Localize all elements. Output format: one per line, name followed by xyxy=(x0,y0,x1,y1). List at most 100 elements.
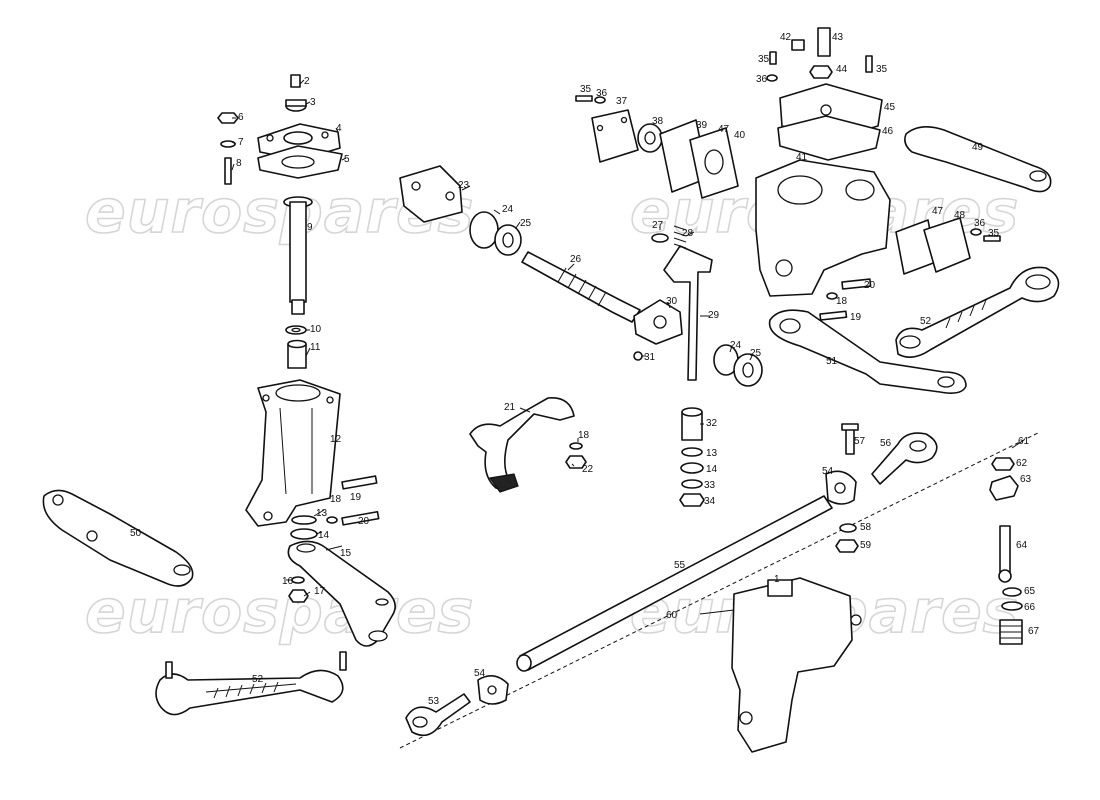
bolt-35-d xyxy=(983,235,1001,242)
screw-2 xyxy=(290,74,301,88)
callout-27: 27 xyxy=(652,220,664,231)
kingpin-9 xyxy=(289,201,307,303)
callout-31: 31 xyxy=(644,352,656,363)
callout-15: 15 xyxy=(340,548,352,559)
bolt-35-c xyxy=(865,55,873,73)
sector-shaft-29 xyxy=(663,245,713,381)
callout-57: 57 xyxy=(854,436,866,447)
callout-41: 41 xyxy=(796,152,808,163)
callout-10: 10 xyxy=(310,324,322,335)
callout-1: 1 xyxy=(774,574,780,585)
tie-rod-52-right xyxy=(895,266,1060,358)
bolt-20-right xyxy=(841,278,872,290)
leader-lines xyxy=(231,79,753,597)
callout-24-top: 24 xyxy=(502,204,514,215)
nut-59 xyxy=(835,539,859,553)
callout-54-top: 54 xyxy=(822,466,834,477)
nut-33 xyxy=(681,479,703,489)
callout-33: 33 xyxy=(704,480,716,491)
pitman-arm-51 xyxy=(768,309,967,394)
watermark-bottom-left: eurospares xyxy=(85,577,474,647)
callout-50: 50 xyxy=(130,528,142,539)
washer-18-right xyxy=(826,292,838,300)
callout-39: 39 xyxy=(696,120,708,131)
callout-19: 19 xyxy=(350,492,362,503)
callout-64: 64 xyxy=(1016,540,1028,551)
steering-box-41 xyxy=(755,159,891,297)
callout-38: 38 xyxy=(652,116,664,127)
callout-30: 30 xyxy=(666,296,678,307)
stud-8 xyxy=(224,157,232,185)
callout-65: 65 xyxy=(1024,586,1036,597)
callout-44: 44 xyxy=(836,64,848,75)
callout-40: 40 xyxy=(734,130,746,141)
worm-shaft-26 xyxy=(521,251,641,323)
callout-36-b: 36 xyxy=(756,74,768,85)
bolt-19-right xyxy=(819,310,848,321)
callout-9: 9 xyxy=(307,222,313,233)
callout-3: 3 xyxy=(310,97,316,108)
steering-column-parts xyxy=(399,165,763,507)
tie-rod-52-stud-b xyxy=(339,651,347,671)
relay-box-1-top xyxy=(767,579,793,597)
callout-21: 21 xyxy=(504,402,516,413)
nut-17 xyxy=(288,589,309,603)
seal-14 xyxy=(290,528,318,540)
callout-42: 42 xyxy=(780,32,792,43)
callout-26: 26 xyxy=(570,254,582,265)
bolt-20 xyxy=(341,510,380,526)
callout-52-right: 52 xyxy=(920,316,932,327)
callout-22: 22 xyxy=(582,464,594,475)
nut-34 xyxy=(679,493,705,507)
callout-20-right: 20 xyxy=(864,280,876,291)
washer-13 xyxy=(291,515,317,525)
nut-3-top xyxy=(285,99,307,107)
callout-18: 18 xyxy=(330,494,342,505)
callout-60: 60 xyxy=(666,610,678,621)
washer-36-a xyxy=(594,96,606,104)
callout-62: 62 xyxy=(1016,458,1028,469)
callout-56: 56 xyxy=(880,438,892,449)
callout-67: 67 xyxy=(1028,626,1040,637)
callout-19-right: 19 xyxy=(850,312,862,323)
spring-28 xyxy=(673,225,687,249)
ball-31 xyxy=(633,351,643,361)
callout-6: 6 xyxy=(238,112,244,123)
callout-54-bottom: 54 xyxy=(474,668,486,679)
callout-55: 55 xyxy=(674,560,686,571)
callout-53: 53 xyxy=(428,696,440,707)
callout-35-c: 35 xyxy=(876,64,888,75)
callout-8: 8 xyxy=(236,158,242,169)
callout-23: 23 xyxy=(458,180,470,191)
callout-18-right: 18 xyxy=(836,296,848,307)
callout-34: 34 xyxy=(704,496,716,507)
callout-46: 46 xyxy=(882,126,894,137)
nut-62 xyxy=(991,457,1015,471)
screw-43 xyxy=(817,27,831,57)
washer-27 xyxy=(651,233,669,243)
washer-13-mid xyxy=(681,447,703,457)
pin-61 xyxy=(1011,439,1025,449)
plate-48 xyxy=(923,217,971,273)
steering-knuckle-12 xyxy=(245,379,341,527)
universal-joint-23 xyxy=(399,165,463,223)
callout-52-left: 52 xyxy=(252,674,264,685)
cover-plate-37 xyxy=(591,109,639,163)
nut-6 xyxy=(217,112,239,124)
callout-5: 5 xyxy=(344,154,350,165)
callout-43: 43 xyxy=(832,32,844,43)
callout-36-a: 36 xyxy=(596,88,608,99)
callout-12: 12 xyxy=(330,434,342,445)
relay-box-1 xyxy=(731,577,853,753)
callout-4: 4 xyxy=(336,123,342,134)
callout-37: 37 xyxy=(616,96,628,107)
bush-24-top xyxy=(469,211,499,249)
washer-18 xyxy=(326,516,338,524)
callout-28: 28 xyxy=(682,228,694,239)
washer-36-c xyxy=(970,228,982,236)
washer-66 xyxy=(1001,601,1023,611)
bolt-35-a xyxy=(575,95,593,102)
callout-18-mid: 18 xyxy=(578,430,590,441)
callout-35-b: 35 xyxy=(758,54,770,65)
